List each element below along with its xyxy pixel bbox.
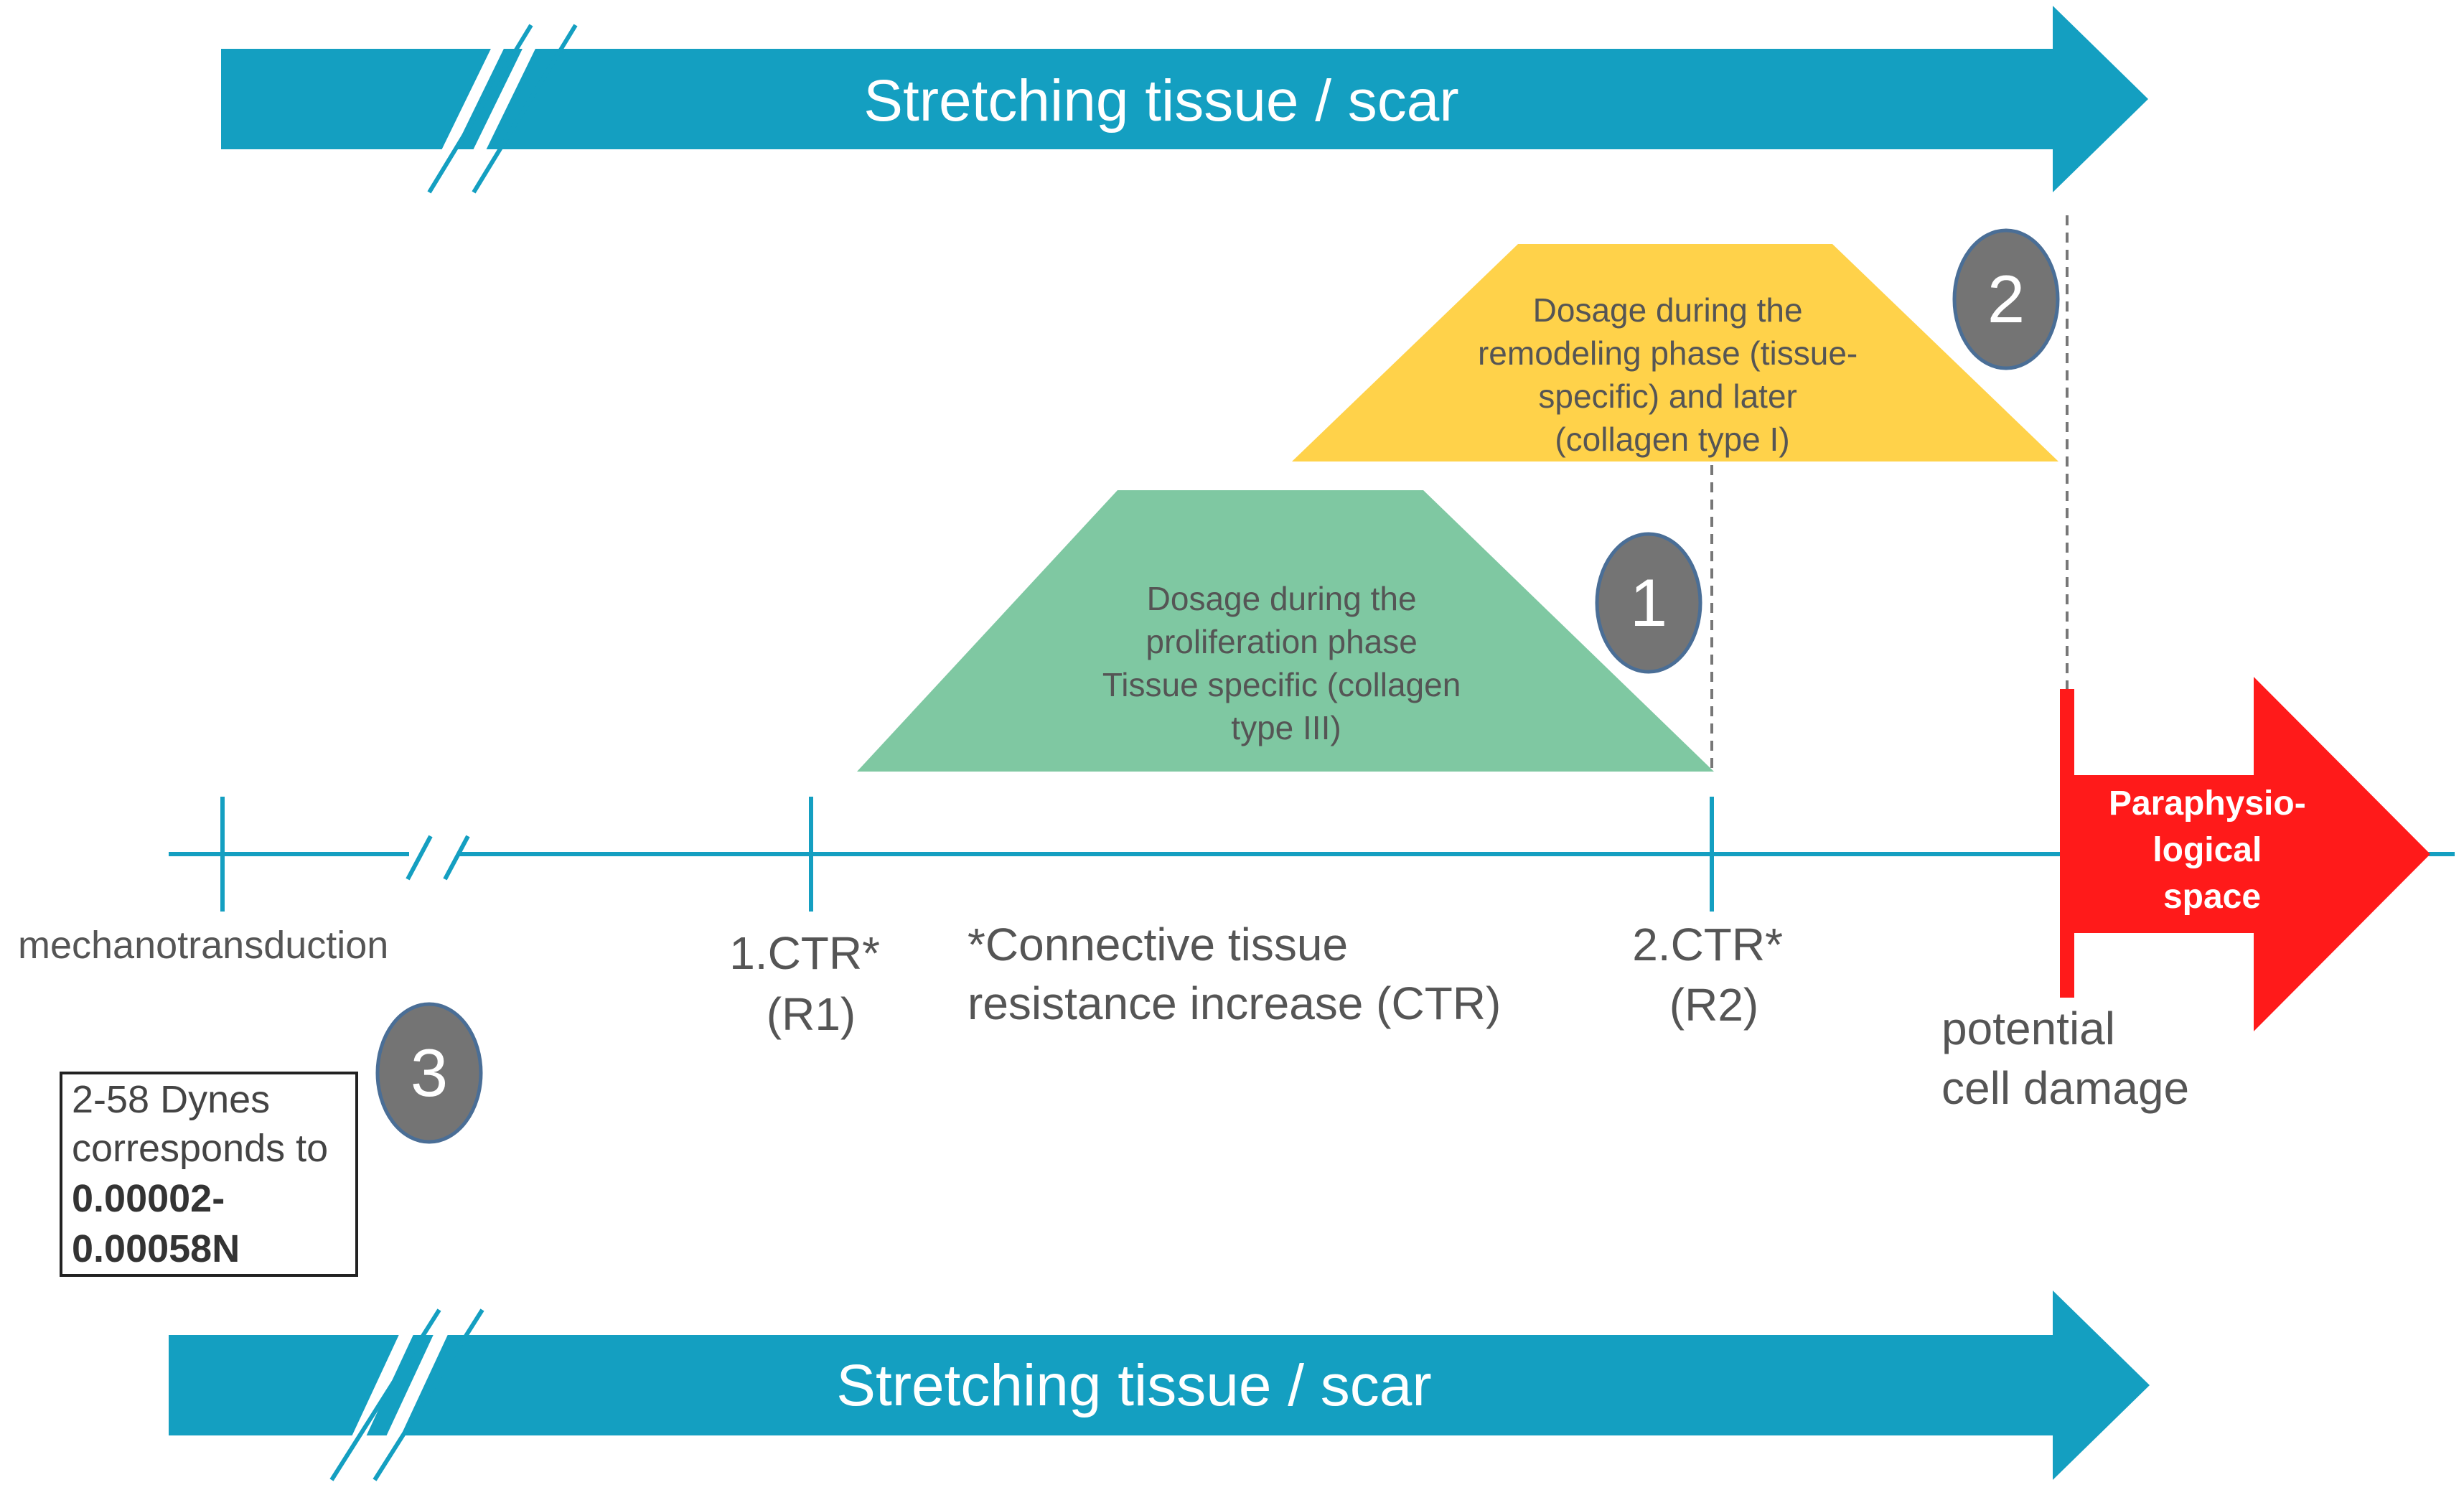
bottom-arrow-break-2 [373,1310,459,1464]
badge-3-circle [375,1002,483,1144]
ctr-footnote: *Connective tissue resistance increase (… [968,919,1501,1029]
mechanotransduction-label: mechanotransduction [18,924,388,967]
proliferation-line-2: proliferation phase [1146,623,1417,660]
bottom-break-line-a [329,1308,441,1481]
dyne-line-4: 0.00058N [72,1227,240,1270]
ctr1-line-1: 1.CTR* [729,927,880,979]
dyne-box-text: 2-58 Dynes corresponds to 0.00002- 0.000… [72,1078,339,1270]
ctr2-line-2: (R2) [1669,979,1758,1031]
remodeling-line-3: specific) and later [1538,378,1797,415]
top-arrow-label: Stretching tissue / scar [863,68,1458,133]
proliferation-phase-text: Dosage during the proliferation phase Ti… [1102,580,1470,746]
paraphysiological-line-2: logical [2153,831,2262,869]
ctr2-label: 2.CTR* (R2) [1632,919,1796,1031]
ctr-footnote-line-1: *Connective tissue [968,919,1348,970]
top-break-line-b [472,24,578,194]
ctr1-line-2: (R1) [767,988,856,1040]
top-stretching-arrow [221,6,2148,192]
axis-break-b [443,835,470,881]
paraphysiological-arrow [2074,677,2430,1031]
ctr1-label: 1.CTR* (R1) [729,927,893,1040]
damage-threshold-bar [2060,689,2074,998]
paraphysiological-text: Paraphysio- logical space [2109,784,2315,916]
bottom-arrow-break [339,1310,425,1464]
badge-2-circle [1952,228,2060,370]
remodeling-phase-text: Dosage during the remodeling phase (tiss… [1478,291,1867,458]
badge-1-label: 1 [1630,565,1667,640]
badge-3-label: 3 [411,1035,448,1110]
bottom-break-line-b [373,1308,484,1481]
bottom-stretching-arrow [169,1290,2150,1480]
remodeling-line-1: Dosage during the [1533,291,1803,329]
proliferation-line-4: type III) [1231,709,1341,746]
axis-break-a [406,835,433,881]
dyne-line-2: corresponds to [72,1127,328,1170]
badge-2-label: 2 [1987,261,2025,337]
remodeling-line-2: remodeling phase (tissue- [1478,334,1858,372]
proliferation-line-1: Dosage during the [1147,580,1417,617]
remodeling-phase-shape [1292,244,2058,461]
dyne-line-3: 0.00002- [72,1177,225,1220]
ctr-footnote-line-2: resistance increase (CTR) [968,978,1501,1029]
badge-1-circle [1595,532,1702,674]
bottom-arrow-label: Stretching tissue / scar [836,1353,1431,1418]
dyne-conversion-box [60,1072,358,1277]
top-arrow-break [431,25,515,172]
proliferation-phase-shape [857,490,1714,772]
proliferation-line-3: Tissue specific (collagen [1102,666,1461,703]
dyne-line-1: 2-58 Dynes [72,1078,270,1121]
cell-damage-line-1: potential [1941,1003,2115,1054]
top-arrow-break-2 [462,25,547,172]
cell-damage-line-2: cell damage [1941,1062,2189,1114]
paraphysiological-line-1: Paraphysio- [2109,784,2306,823]
top-break-line-a [427,24,533,194]
cell-damage-label: potential cell damage [1941,1003,2189,1114]
paraphysiological-line-3: space [2163,878,2261,916]
ctr2-line-1: 2.CTR* [1632,919,1783,970]
remodeling-line-4: (collagen type I) [1555,421,1789,458]
